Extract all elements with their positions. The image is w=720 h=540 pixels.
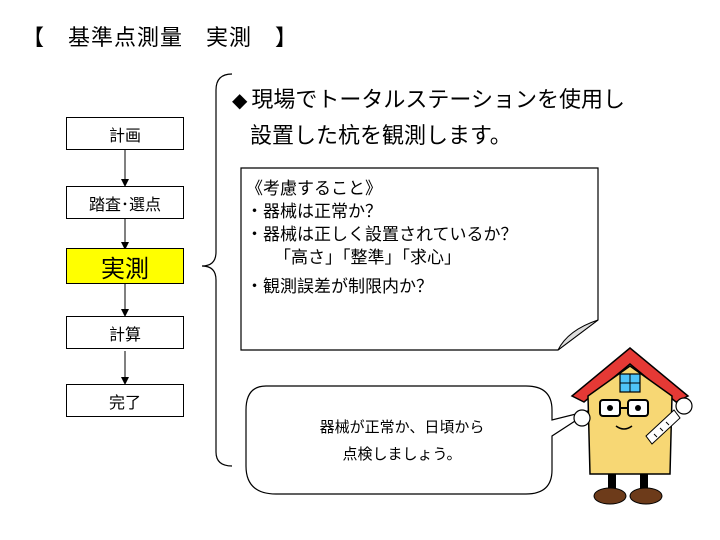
house-mascot-icon xyxy=(570,347,693,505)
considerations-heading: 《考慮すること》 xyxy=(246,179,382,199)
flow-step-survey: 踏査･選点 xyxy=(66,186,184,219)
flow-step-label: 計画 xyxy=(108,125,141,145)
consideration-item: ・器械は正常か？ xyxy=(246,201,382,222)
flow-step-label: 実測 xyxy=(101,254,149,283)
consideration-item: ・観測誤差が制限内か？ xyxy=(246,276,433,297)
flow-step-label: 踏査･選点 xyxy=(88,194,161,214)
consideration-item: ・器械は正しく設置されているか？ xyxy=(246,224,518,245)
description-text-1: 現場でトータルステーションを使用し xyxy=(251,88,625,113)
flow-step-calc: 計算 xyxy=(66,316,184,349)
folded-corner xyxy=(557,319,599,351)
consideration-subitem: 「高さ」「整準」「求心」 xyxy=(274,247,461,268)
flow-step-complete: 完了 xyxy=(66,384,184,417)
speech-line-1: 器械が正常か、日頃から xyxy=(319,418,485,436)
speech-bubble-shape xyxy=(245,385,593,495)
flow-step-label: 計算 xyxy=(108,324,141,344)
flow-step-label: 完了 xyxy=(108,392,141,412)
description-line-1: ◆現場でトータルステーションを使用し xyxy=(232,82,625,114)
flow-step-plan: 計画 xyxy=(66,117,184,150)
speech-line-2: 点検しましょう。 xyxy=(342,445,462,463)
considerations-list: 《考慮すること》 ・器械は正常か？ ・器械は正しく設置されているか？ 「高さ」「… xyxy=(246,178,518,299)
curly-brace xyxy=(201,73,233,467)
description-line-2: 設置した杭を観測します。 xyxy=(250,124,512,149)
flow-step-measure: 実測 xyxy=(66,248,184,284)
page-title: 【 基準点測量 実測 】 xyxy=(22,26,299,51)
diamond-marker-icon: ◆ xyxy=(232,88,248,112)
speech-bubble-text: 器械が正常か、日頃から 点検しましょう。 xyxy=(262,414,542,468)
